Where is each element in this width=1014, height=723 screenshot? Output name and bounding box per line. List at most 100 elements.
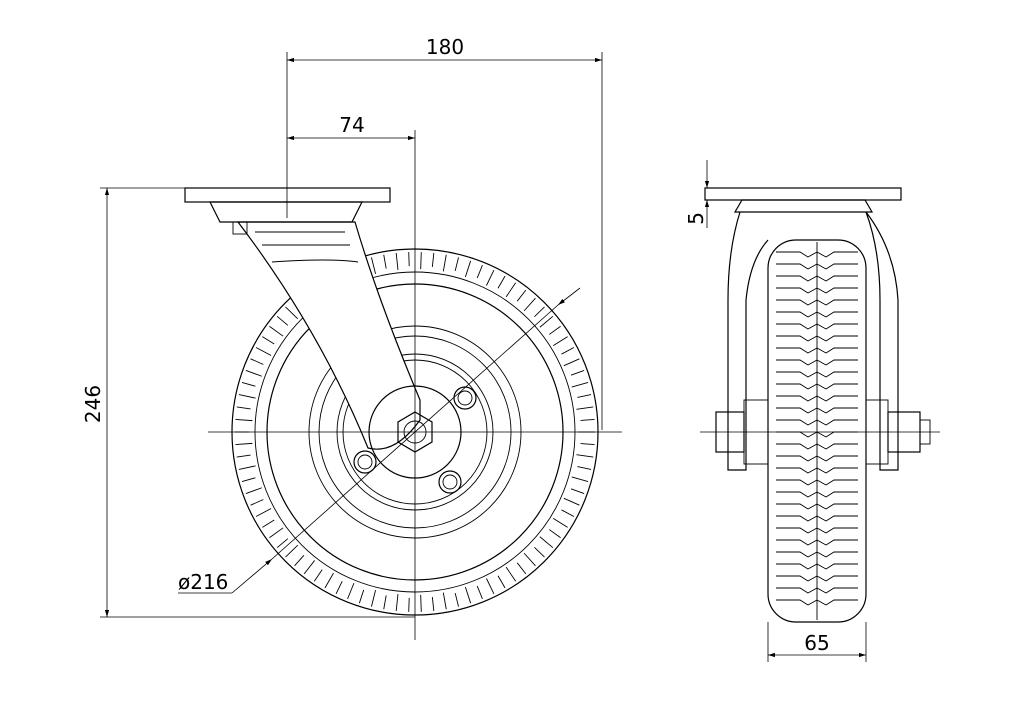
tread-block bbox=[454, 257, 459, 272]
tread-block bbox=[516, 289, 527, 302]
tread-block bbox=[371, 257, 377, 274]
dim-180: 180 bbox=[426, 35, 464, 59]
dim-65: 65 bbox=[804, 631, 829, 655]
tread-block bbox=[235, 442, 253, 446]
dim-5: 5 bbox=[684, 212, 708, 225]
dim-246: 246 bbox=[81, 385, 105, 423]
tread-block bbox=[486, 270, 495, 286]
tread-block bbox=[442, 254, 447, 272]
side-view bbox=[700, 187, 940, 623]
bolt-hole-inner bbox=[442, 474, 458, 490]
tread-block bbox=[576, 454, 594, 458]
tread-block bbox=[505, 282, 517, 298]
dim-74: 74 bbox=[339, 113, 364, 137]
tread-block bbox=[420, 252, 422, 270]
tread-block bbox=[561, 509, 575, 517]
front-view bbox=[184, 130, 622, 640]
tread-block bbox=[497, 575, 506, 589]
bolt-hole bbox=[453, 386, 477, 410]
tread-block bbox=[294, 555, 305, 567]
bolt-hole-inner bbox=[357, 454, 373, 470]
tread-block bbox=[250, 358, 264, 365]
tread-block bbox=[563, 358, 580, 367]
tread-block bbox=[245, 370, 262, 377]
tread-block bbox=[276, 315, 289, 326]
tread-block bbox=[486, 578, 495, 594]
side-top-plate bbox=[704, 187, 902, 201]
tread-block bbox=[431, 597, 435, 612]
tread-block bbox=[395, 594, 399, 612]
tread-block bbox=[570, 370, 585, 376]
tread-block bbox=[383, 254, 387, 269]
tread-block bbox=[561, 347, 575, 355]
tread-block bbox=[262, 519, 275, 528]
tread-block bbox=[236, 406, 251, 410]
tread-block bbox=[580, 443, 595, 446]
tread-block bbox=[347, 582, 355, 600]
tread-block bbox=[577, 466, 592, 470]
tread-block bbox=[576, 406, 594, 410]
tread-block bbox=[431, 252, 435, 267]
tread-block bbox=[516, 562, 527, 575]
tread-block bbox=[276, 538, 289, 549]
tread-block bbox=[235, 418, 253, 422]
tread-block bbox=[335, 581, 343, 594]
tread-block bbox=[324, 572, 334, 589]
side-bearing bbox=[733, 199, 874, 213]
tread-block bbox=[580, 418, 595, 421]
tread-block bbox=[505, 566, 517, 582]
tread-block bbox=[245, 487, 262, 494]
tread-block bbox=[534, 546, 545, 558]
tread-block bbox=[262, 336, 275, 345]
bolt-hole bbox=[353, 450, 377, 474]
tread-block bbox=[238, 394, 256, 399]
front-dimensions: 180 74 246 ø216 bbox=[81, 35, 603, 618]
tread-block bbox=[250, 499, 264, 506]
tread-block bbox=[238, 465, 256, 470]
tread-block bbox=[523, 297, 536, 312]
tread-block bbox=[454, 592, 459, 607]
tread-block bbox=[395, 252, 399, 270]
tread-block bbox=[552, 336, 568, 347]
tread-block bbox=[255, 508, 272, 517]
side-fork bbox=[727, 211, 899, 471]
tread-block bbox=[236, 454, 251, 458]
grease-nipple bbox=[232, 221, 248, 235]
fork-detail bbox=[255, 231, 359, 263]
tread-block bbox=[464, 260, 472, 278]
fork-leg bbox=[236, 221, 421, 450]
tread-block bbox=[442, 592, 447, 610]
swivel-bearing bbox=[209, 201, 363, 223]
tread-block bbox=[241, 477, 256, 483]
tread-block bbox=[371, 590, 377, 607]
tread-block bbox=[534, 306, 545, 318]
tread-block bbox=[269, 527, 284, 539]
side-dimensions: 5 65 bbox=[684, 160, 867, 662]
tread-block bbox=[269, 325, 284, 337]
tread-block bbox=[476, 264, 483, 279]
tread-block bbox=[539, 315, 554, 328]
tread-block bbox=[241, 381, 256, 387]
tread-block bbox=[571, 476, 589, 483]
tread-block bbox=[255, 347, 272, 356]
top-plate bbox=[184, 187, 391, 203]
tread-block bbox=[571, 381, 589, 388]
tread-block bbox=[285, 306, 299, 320]
dim-216: ø216 bbox=[178, 570, 228, 594]
tread-block bbox=[549, 529, 561, 539]
tread-block bbox=[552, 517, 568, 528]
tread-block bbox=[549, 325, 561, 335]
tread-block bbox=[285, 544, 299, 558]
tread-block bbox=[464, 586, 472, 604]
bolt-hole-inner bbox=[457, 390, 473, 406]
tread-block bbox=[523, 552, 536, 567]
tread-block bbox=[577, 394, 592, 398]
tread-block bbox=[539, 536, 554, 549]
tread-block bbox=[476, 585, 483, 600]
tread-block bbox=[313, 569, 323, 582]
tread-block bbox=[303, 560, 316, 575]
bolt-hole bbox=[438, 470, 462, 494]
tread-block bbox=[420, 594, 422, 612]
tread-block bbox=[497, 275, 506, 289]
